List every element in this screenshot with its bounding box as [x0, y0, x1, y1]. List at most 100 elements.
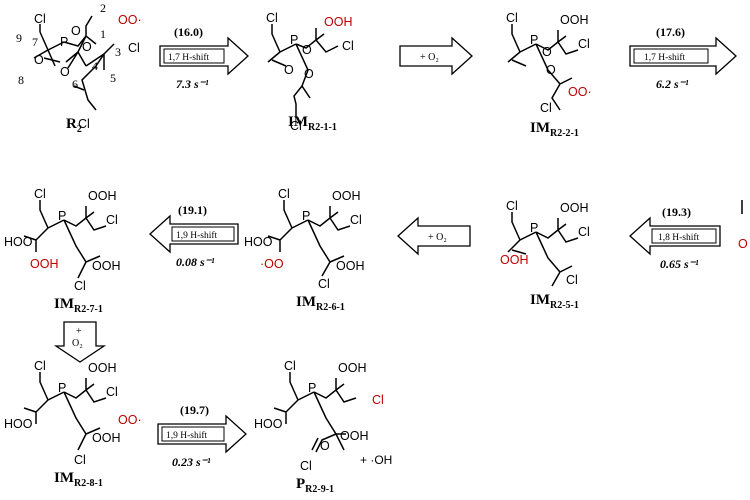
arrow-7-o2: O₂: [72, 338, 83, 349]
arrow-6-rate: 0.08 s⁻¹: [176, 255, 215, 269]
arrow-6-h-shift: (19.1) 1,9 H-shift 0.08 s⁻¹: [149, 203, 239, 269]
r2-num-8: 8: [18, 73, 24, 87]
r2-o2: O: [82, 40, 92, 54]
r2-num-1: 1: [100, 27, 106, 41]
r2-num-6: 6: [72, 77, 78, 91]
r2-p: P: [60, 35, 68, 49]
p291-cl-bottom: Cl: [300, 459, 312, 473]
molecule-r2: Cl O P O O O OO· Cl Cl 2 1 3 4 5 6 7 8 9…: [16, 1, 142, 135]
r2-cl-bottom: Cl: [78, 117, 90, 131]
molecule-im-r2-7-1: Cl P OOH Cl HOO OOH OOH Cl IMR2-7-1: [4, 187, 120, 315]
im221-o2: O: [546, 63, 556, 77]
cropped-red-atom: O: [738, 237, 748, 251]
arrow-2-text: + O₂: [420, 52, 439, 63]
arrow-6-energy: (19.1): [178, 203, 207, 217]
r2-num-5: 5: [110, 71, 116, 85]
r2-num-3: 3: [115, 45, 121, 59]
im261-hoo: HOO: [244, 235, 273, 249]
im281-label: IMR2-8-1: [54, 470, 103, 489]
im271-label: IMR2-7-1: [54, 296, 103, 315]
molecule-im-r2-2-1: Cl P O O OOH Cl OO· Cl IMR2-2-1: [506, 11, 592, 139]
im251-cl-bottom: Cl: [566, 273, 578, 287]
im281-cl-right: Cl: [106, 385, 118, 399]
im251-cl-right: Cl: [578, 225, 590, 239]
im211-cl-right: Cl: [342, 39, 354, 53]
arrow-3-rate: 6.2 s⁻¹: [656, 77, 689, 91]
im281-cl-top: Cl: [34, 359, 46, 373]
arrow-7-o2-down: + O₂: [53, 321, 107, 363]
r2-o4: O: [34, 53, 44, 67]
arrow-3-shift: 1,7 H-shift: [644, 52, 686, 63]
molecule-im-r2-8-1: Cl P OOH Cl OO· HOO OOH Cl IMR2-8-1: [4, 359, 142, 489]
r2-o1: O: [71, 24, 81, 38]
im261-p: P: [302, 209, 310, 223]
arrow-8-energy: (19.7): [180, 403, 209, 417]
p291-cl-red: Cl: [372, 393, 384, 407]
im281-p: P: [58, 381, 66, 395]
im281-ooh: OOH: [88, 361, 116, 375]
im211-o2: O: [284, 63, 294, 77]
im271-ooh-red: OOH: [30, 257, 58, 271]
r2-oo-radical: OO·: [118, 13, 142, 27]
arrow-1-energy: (16.0): [174, 25, 203, 39]
r2-num-9: 9: [16, 31, 22, 45]
im221-ooh: OOH: [560, 13, 588, 27]
im261-cl-right: Cl: [350, 213, 362, 227]
r2-num-2: 2: [100, 1, 106, 15]
im211-label: IMR2-1-1: [288, 114, 337, 133]
p291-ooh: OOH: [338, 361, 366, 375]
p291-o: O: [320, 439, 330, 453]
im271-cl-right: Cl: [106, 213, 118, 227]
im261-oo-radical: ·OO: [260, 257, 284, 271]
im211-ooh: OOH: [324, 15, 352, 29]
arrow-7-plus: +: [76, 326, 82, 337]
im211-p: P: [290, 33, 298, 47]
im251-ooh-red: OOH: [500, 253, 528, 267]
arrow-5-o2: + O₂: [397, 216, 471, 256]
im261-cl-top: Cl: [278, 187, 290, 201]
p291-p: P: [308, 381, 316, 395]
im221-oo-radical: OO·: [568, 85, 592, 99]
r2-cl-right: Cl: [128, 41, 140, 55]
im221-p: P: [530, 33, 538, 47]
arrow-4-shift: 1,8 H-shift: [658, 232, 700, 243]
arrow-3-h-shift: (17.6) 1,7 H-shift 6.2 s⁻¹: [629, 25, 737, 91]
r2-label: R2: [66, 116, 82, 135]
im221-label: IMR2-2-1: [530, 120, 579, 139]
im281-hoo: HOO: [4, 417, 33, 431]
coproduct-oh: + ·OH: [360, 453, 392, 467]
arrow-8-shift: 1,9 H-shift: [166, 430, 208, 441]
im221-cl-right: Cl: [578, 37, 590, 51]
molecule-p-r2-9-1: Cl P OOH Cl HOO OOH O Cl + ·OH PR2-9-1: [254, 359, 392, 495]
arrow-4-h-shift: (19.3) 1,8 H-shift 0.65 s⁻¹: [629, 205, 721, 271]
im281-cl-bottom: Cl: [74, 453, 86, 467]
im271-cl-bottom: Cl: [74, 279, 86, 293]
arrow-8-rate: 0.23 s⁻¹: [172, 455, 211, 469]
arrow-5-text: + O₂: [428, 232, 447, 243]
im251-label: IMR2-5-1: [530, 292, 579, 311]
arrow-1-h-shift: (16.0) 1,7 H-shift 7.3 s⁻¹: [159, 25, 249, 91]
im261-cl-bottom: Cl: [318, 277, 330, 291]
im211-o1: O: [302, 43, 312, 57]
im261-label: IMR2-6-1: [296, 294, 345, 313]
arrow-1-rate: 7.3 s⁻¹: [176, 77, 209, 91]
im211-cl-bottom: Cl: [290, 119, 302, 133]
p291-ooh-2: OOH: [340, 429, 368, 443]
im281-ooh-2: OOH: [92, 431, 120, 445]
im281-oo-radical: OO·: [118, 413, 142, 427]
im221-cl-bottom: Cl: [540, 101, 552, 115]
im261-ooh-2: OOH: [336, 259, 364, 273]
im261-ooh: OOH: [332, 189, 360, 203]
im211-cl-top: Cl: [266, 11, 278, 25]
im271-hoo: HOO: [4, 235, 33, 249]
cropped-molecule-fragment: O: [738, 200, 748, 251]
im221-o1: O: [542, 45, 552, 59]
arrow-8-h-shift: (19.7) 1,9 H-shift 0.23 s⁻¹: [157, 403, 247, 469]
arrow-4-rate: 0.65 s⁻¹: [660, 257, 699, 271]
arrow-2-o2: + O₂: [399, 36, 473, 76]
molecule-im-r2-5-1: Cl P OOH Cl OOH Cl IMR2-5-1: [500, 199, 590, 311]
r2-num-7: 7: [32, 35, 38, 49]
p291-hoo: HOO: [254, 417, 283, 431]
arrow-4-energy: (19.3): [662, 205, 691, 219]
